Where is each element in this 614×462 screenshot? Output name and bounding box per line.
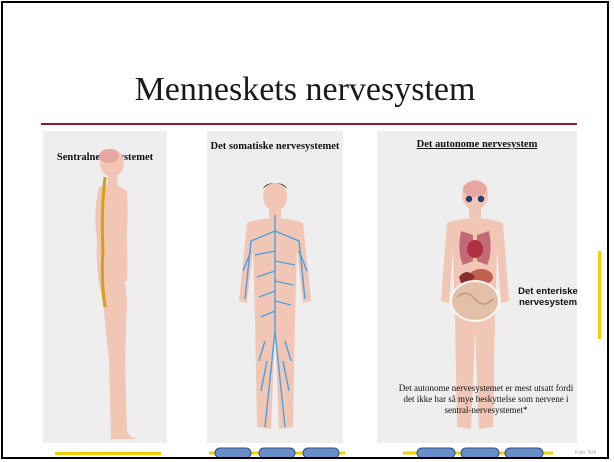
heart-icon [467,240,483,258]
accent-line-bottom-left [55,452,161,455]
footer-credit: Foto: NHI [575,450,596,456]
central-body-figure [43,131,167,443]
autonomic-note: Det autonome nervesystemet er mest utsat… [398,383,574,416]
slide-title: Menneskets nervesystem [3,71,607,109]
enteric-system-label: Det enteriske nervesystem [513,286,583,308]
brain-icon [463,181,487,197]
somatic-body-figure [207,131,343,443]
accent-line-right [598,251,601,339]
nerve-fiber-icon [209,446,345,459]
brain-icon [99,149,119,163]
title-divider [41,123,577,125]
nerve-fiber-icon [403,446,553,459]
